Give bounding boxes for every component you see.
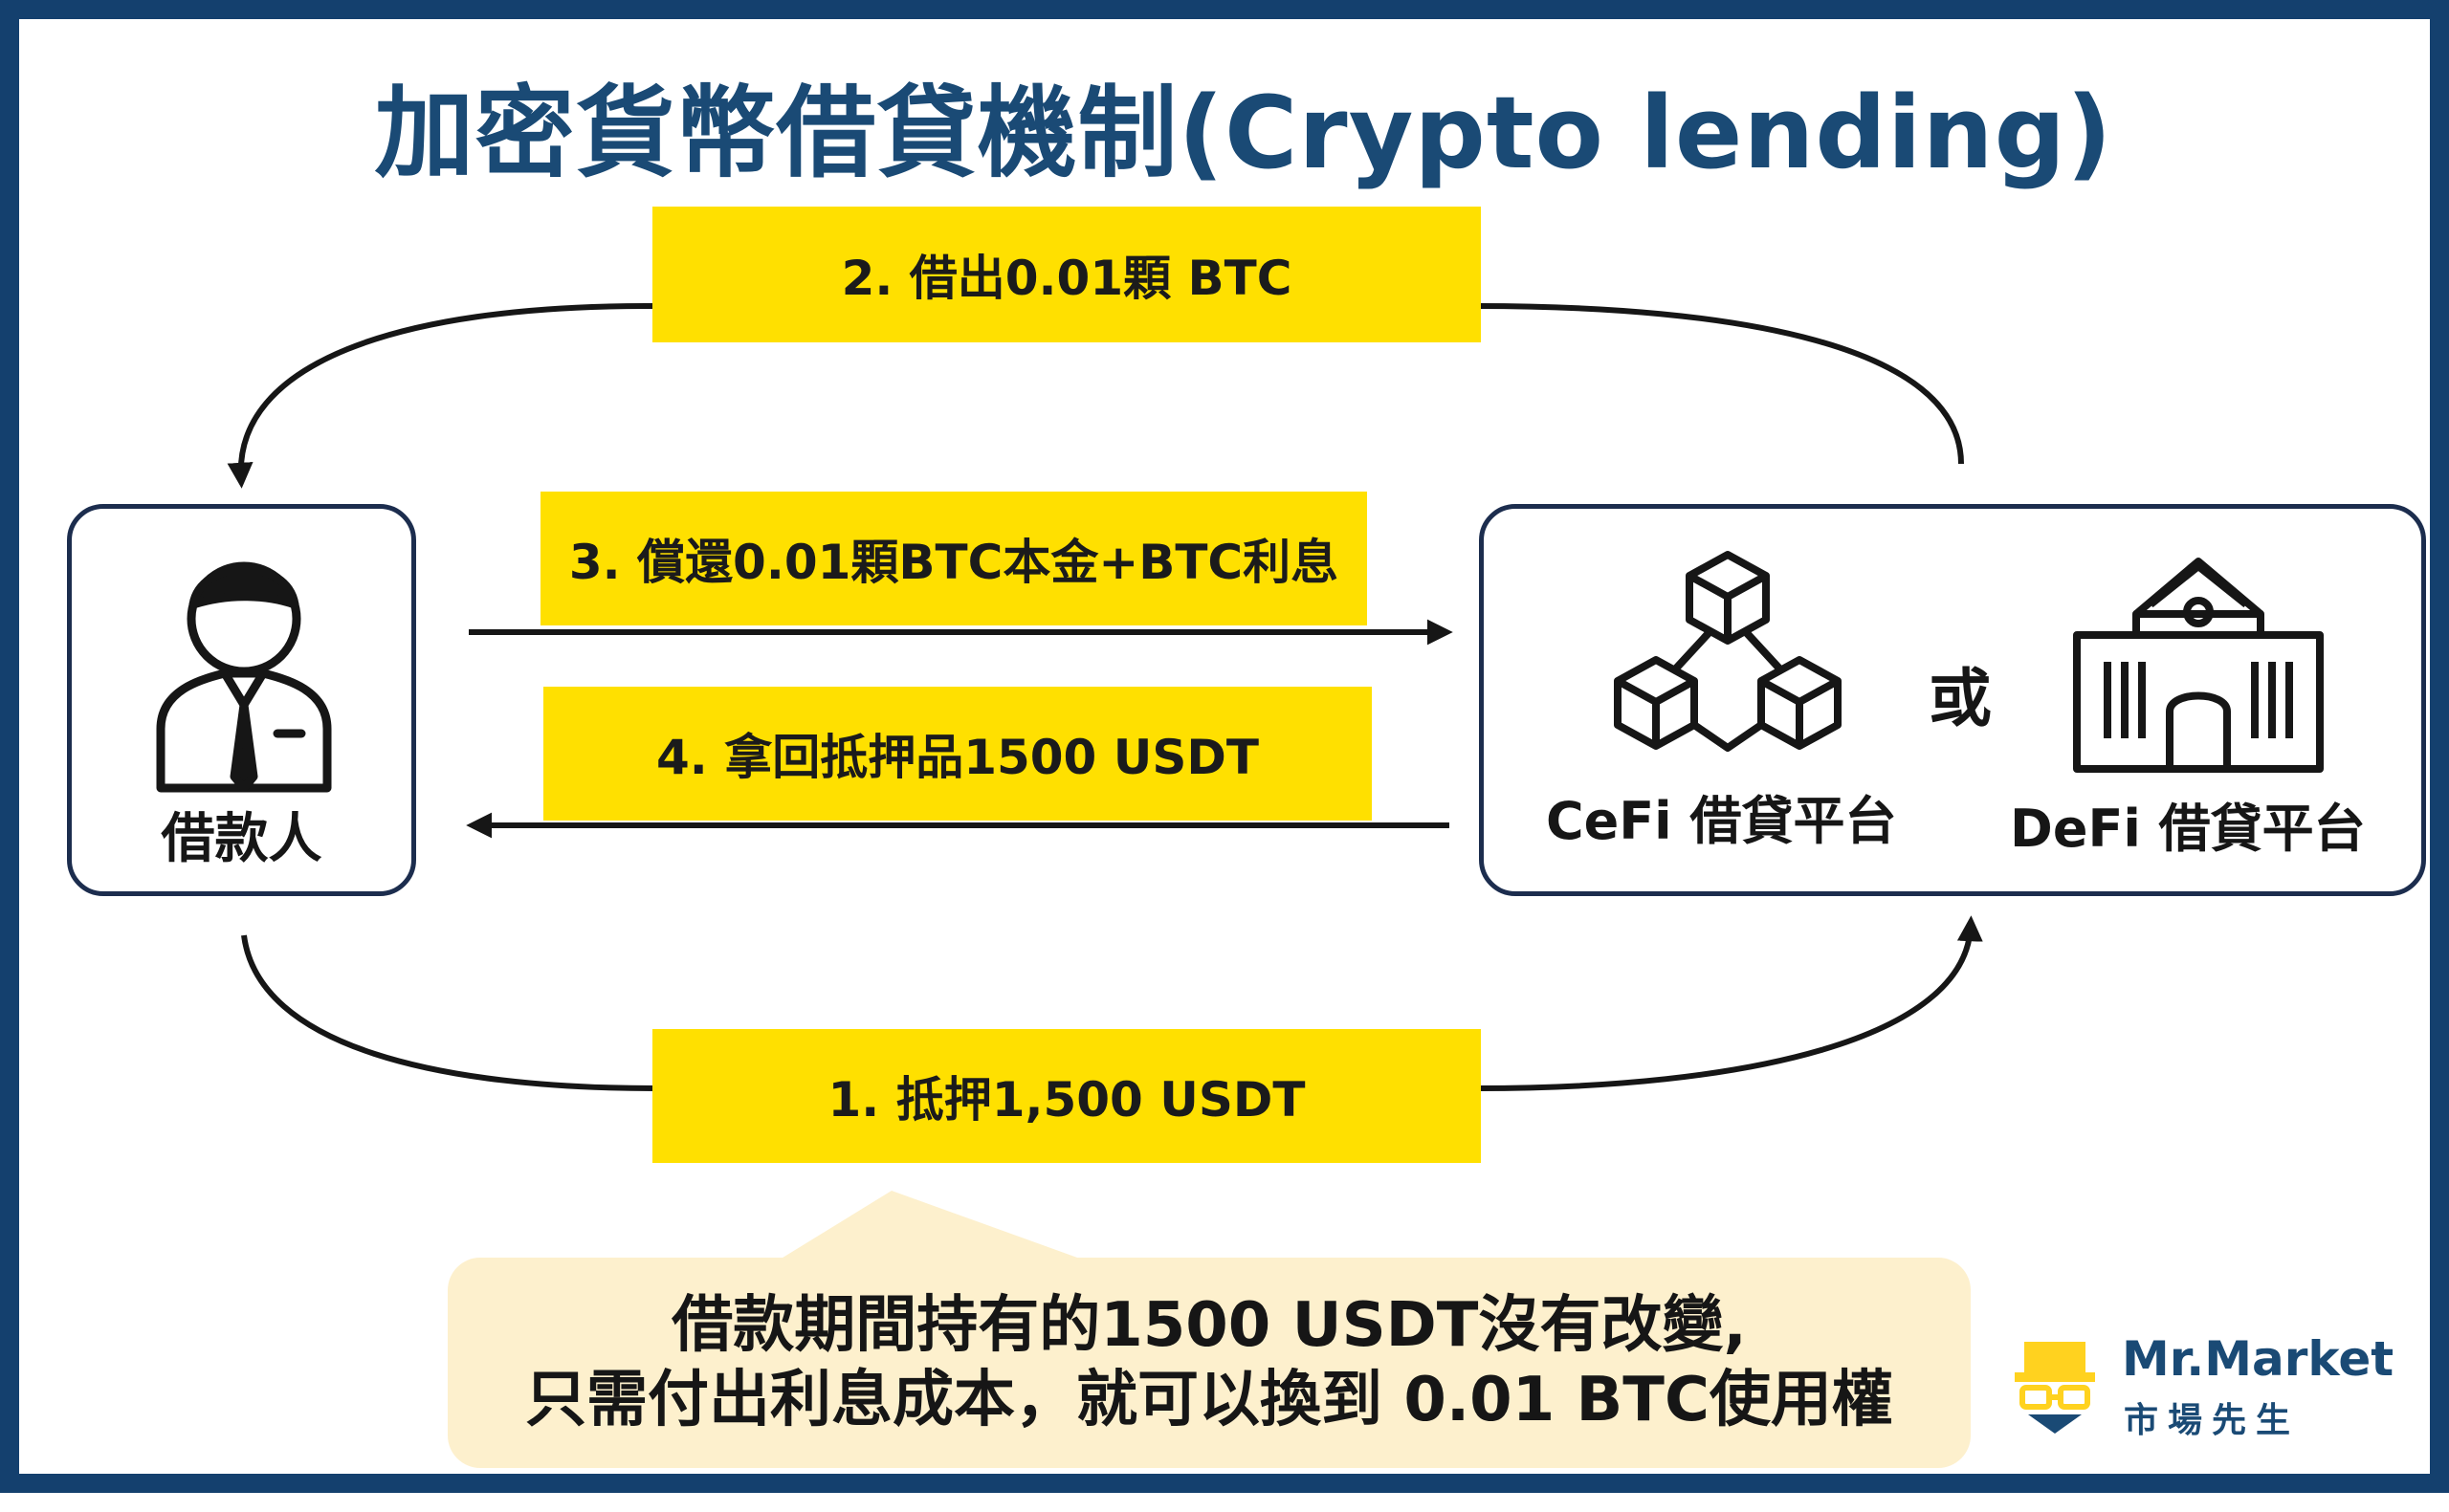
platform-card: 或 CeFi 借貸平台 DeFi 借貸平台 xyxy=(1479,504,2426,896)
bank-building-icon xyxy=(2073,558,2324,773)
cefi-label: CeFi 借貸平台 xyxy=(1546,791,1897,851)
note-line-1: 借款期間持有的1500 USDT沒有改變, xyxy=(672,1290,1747,1361)
step-3-box: 3. 償還0.01顆BTC本金+BTC利息 xyxy=(541,492,1367,625)
note-pointer xyxy=(775,1191,1091,1262)
borrower-label: 借款人 xyxy=(161,808,322,870)
step-4-box: 4. 拿回抵押品1500 USDT xyxy=(543,687,1372,821)
or-label: 或 xyxy=(1929,662,1992,735)
defi-label: DeFi 借貸平台 xyxy=(2010,799,2366,859)
borrower-card: 借款人 xyxy=(67,504,416,896)
page-title: 加密貨幣借貸機制(Crypto lending) xyxy=(374,75,2113,191)
brand-name: Mr.Market xyxy=(2122,1331,2394,1387)
blocks-icon xyxy=(1614,551,1842,752)
step-1-box: 1. 抵押1,500 USDT xyxy=(652,1029,1481,1163)
note-callout: 借款期間持有的1500 USDT沒有改變, 只需付出利息成本，就可以換到 0.0… xyxy=(448,1258,1971,1468)
mr-market-logo-icon xyxy=(2015,1342,2095,1434)
step-2-box: 2. 借出0.01顆 BTC xyxy=(652,207,1481,342)
note-line-2: 只需付出利息成本，就可以換到 0.01 BTC使用權 xyxy=(525,1365,1893,1435)
brand-subtitle: 市場先生 xyxy=(2124,1401,2301,1440)
person-icon xyxy=(156,561,332,793)
